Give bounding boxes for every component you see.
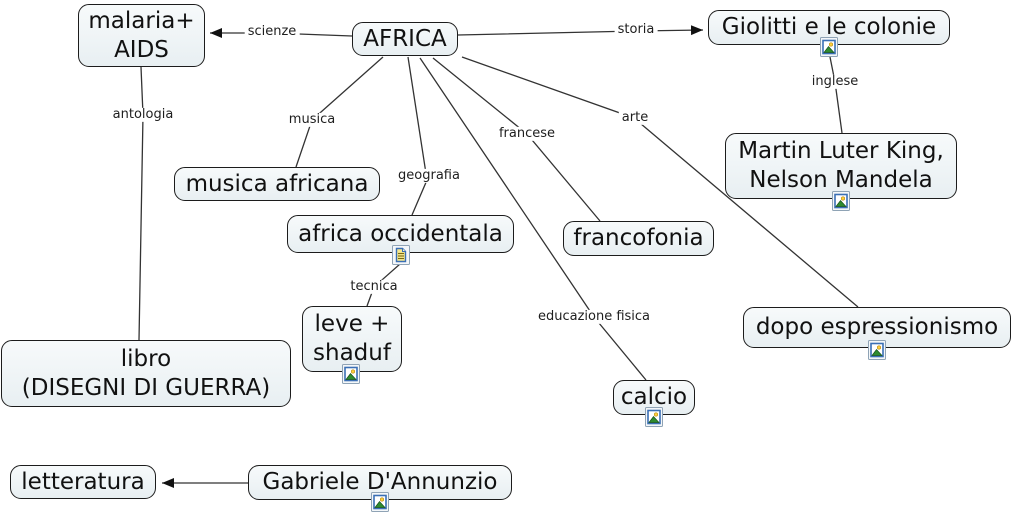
image-icon (820, 37, 838, 57)
node-africa-occidentala[interactable]: africa occidentala (287, 215, 514, 253)
link-line-geografia[interactable] (407, 56, 428, 216)
link-label-francese[interactable]: francese (495, 126, 559, 142)
link-label-scienze[interactable]: scienze (244, 24, 300, 40)
image-resource-icon[interactable] (832, 191, 850, 211)
document-resource-icon[interactable] (392, 245, 410, 265)
node-libro-disegni-di-guerra[interactable]: libro (DISEGNI DI GUERRA) (1, 340, 291, 407)
link-label-arte[interactable]: arte (618, 110, 652, 126)
link-label-educazione-fisica[interactable]: educazione fisica (534, 309, 654, 325)
image-icon (371, 492, 389, 512)
node-musica-africana[interactable]: musica africana (174, 167, 380, 201)
image-resource-icon[interactable] (868, 340, 886, 360)
node-calcio[interactable]: calcio (613, 380, 695, 415)
image-resource-icon[interactable] (645, 407, 663, 427)
link-label-geografia[interactable]: geografia (395, 168, 463, 184)
link-label-tecnica[interactable]: tecnica (347, 279, 401, 295)
image-icon (342, 364, 360, 384)
node-letteratura[interactable]: letteratura (10, 465, 156, 499)
document-icon (392, 245, 410, 265)
image-icon (832, 191, 850, 211)
link-line-inglese[interactable] (829, 56, 843, 134)
link-label-inglese[interactable]: inglese (808, 74, 862, 90)
link-label-storia[interactable]: storia (614, 22, 658, 38)
link-label-musica[interactable]: musica (285, 112, 339, 128)
link-line-storia[interactable] (457, 25, 704, 36)
node-malaria-aids[interactable]: malaria+ AIDS (78, 4, 205, 67)
node-dopo-espressionismo[interactable]: dopo espressionismo (743, 307, 1011, 348)
node-martin-luter-king[interactable]: Martin Luter King, Nelson Mandela (725, 133, 957, 199)
node-francofonia[interactable]: francofonia (563, 221, 714, 256)
node-leve-shaduf[interactable]: leve + shaduf (302, 306, 402, 372)
image-icon (868, 340, 886, 360)
image-resource-icon[interactable] (820, 37, 838, 57)
image-resource-icon[interactable] (342, 364, 360, 384)
node-africa[interactable]: AFRICA (352, 22, 458, 56)
node-gabriele-dannunzio[interactable]: Gabriele D'Annunzio (248, 465, 512, 500)
image-resource-icon[interactable] (371, 492, 389, 512)
image-icon (645, 407, 663, 427)
link-label-antologia[interactable]: antologia (109, 107, 177, 123)
